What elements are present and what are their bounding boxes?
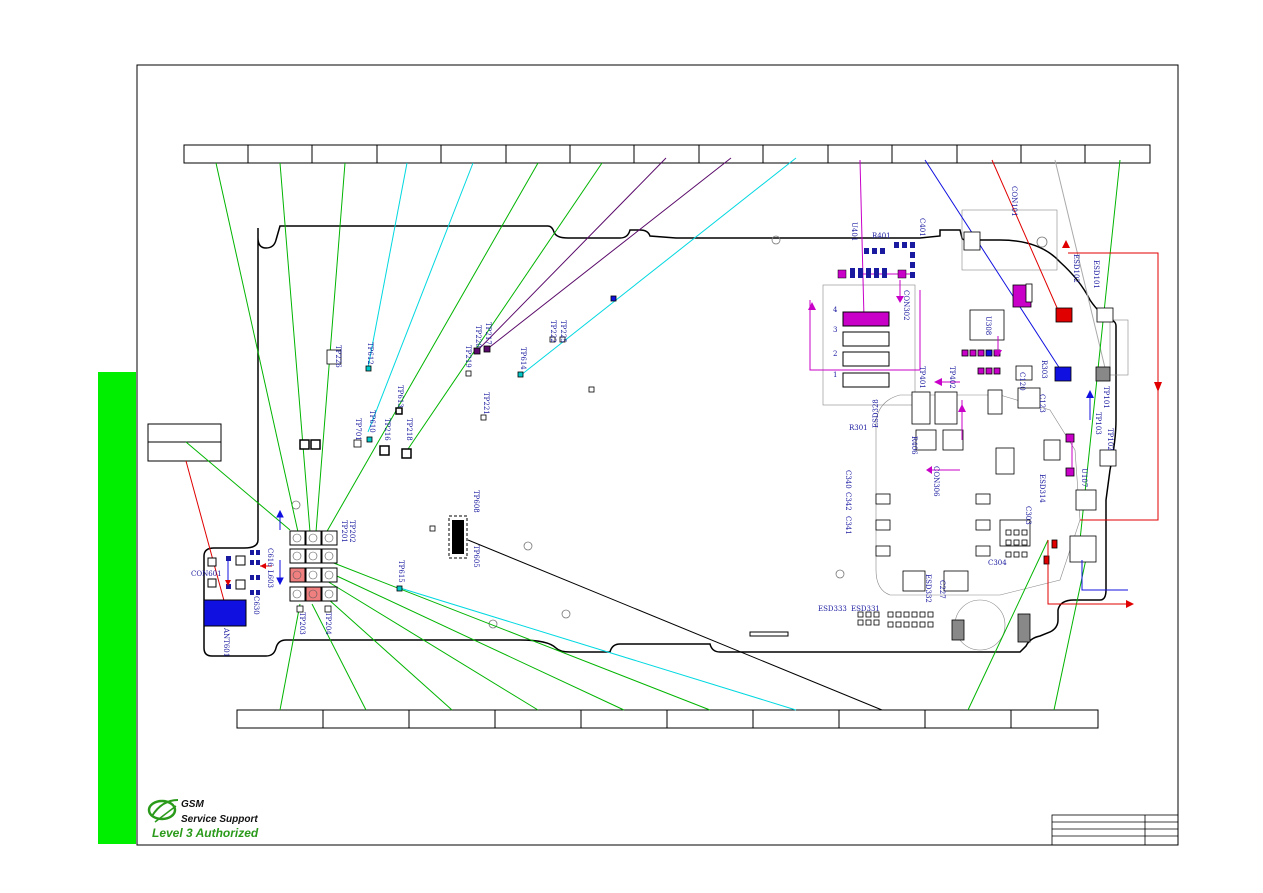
sheet-border [136,64,1179,846]
label-r406: R406 [910,436,918,455]
label-tp202: TP202 [348,520,356,543]
label-c340: C340 [844,470,852,489]
label-tp608: TP608 [472,490,480,513]
right-side-arrows [926,240,1162,608]
label-con306: CON306 [932,466,940,497]
top-callout-row [183,144,1151,164]
pcb-outline [203,225,1117,657]
label-c303: C303 [1024,506,1032,525]
label-con302: CON302 [902,290,910,321]
logo-line3: Level 3 Authorized [152,826,259,840]
sim-area [808,269,960,388]
gsm-logo: GSM Service Support Level 3 Authorized [147,799,259,840]
label-esd328: ESD328 [872,399,880,428]
drill-holes [291,235,1048,629]
label-tp221: TP221 [482,392,490,415]
label-tp220: TP220 [474,325,482,348]
label-tp613: TP613 [396,385,404,408]
label-tp101: TP101 [1102,386,1110,409]
pad-grid-circles [292,533,334,599]
label-con601: CON601 [191,570,222,578]
label-c120: C120 [1018,372,1026,391]
label-esd102: ESD102 [1072,254,1080,283]
label-c227: C227 [938,580,946,599]
label-pin3: 3 [833,326,837,334]
logo-line1: GSM [181,799,204,810]
blue-arrow-up [276,509,284,586]
right-board-parts [875,231,1117,643]
label-r401: R401 [872,232,891,240]
label-tp605: TP605 [472,545,480,568]
label-tp612: TP612 [366,342,374,365]
label-tp615: TP615 [397,560,405,583]
leader-lines-bottom [185,441,1091,711]
logo-line2: Service Support [181,814,258,825]
antenna-connector-area [203,550,272,627]
label-r301: R301 [849,424,868,432]
label-c630: C630 [252,596,260,615]
label-con101: CON101 [1010,186,1018,217]
label-esd314: ESD314 [1038,474,1046,503]
label-c123: C123 [1038,394,1046,413]
label-tp402: TP402 [948,366,956,389]
label-esd333: ESD333 [818,605,847,613]
label-pin4: 4 [833,306,838,314]
label-tp222: TP222 [549,320,557,343]
label-u401: U401 [850,222,858,241]
label-tp217: TP217 [484,322,492,345]
label-u308: U308 [984,316,992,335]
label-esd331: ESD331 [851,605,880,613]
label-tp614: TP614 [519,347,527,370]
leader-lines-top [215,157,1121,541]
label-tp103: TP103 [1094,412,1102,435]
label-u107: U107 [1080,468,1088,487]
label-c616: C616 [266,548,274,567]
component-cluster-top [850,242,915,278]
label-c304: C304 [988,559,1007,567]
label-l603: L603 [266,570,274,588]
label-tp102: TP102 [1106,428,1114,451]
green-side-bar [98,372,136,844]
label-pin2: 2 [833,350,837,358]
label-tp225: TP225 [559,320,567,343]
label-tp203: TP203 [298,612,306,635]
label-r303: R303 [1040,360,1048,379]
label-esd332: ESD332 [924,574,932,603]
label-pin1: 1 [833,371,837,379]
test-points [296,295,617,613]
label-tp226: TP226 [334,345,342,368]
label-c401: C401 [918,218,926,237]
label-tp218: TP218 [405,418,413,441]
label-c342: C342 [844,492,852,511]
label-tp216: TP216 [383,418,391,441]
esd-strips [857,529,1028,628]
title-block [1051,814,1179,846]
component-labels: TP226 TP612 TP613 TP610 TP701 TP216 TP21… [191,186,1114,657]
bottom-callout-row [236,709,1099,729]
label-ant601: ANT601 [222,627,230,657]
label-esd101: ESD101 [1092,260,1100,289]
label-tp701: TP701 [354,418,362,441]
left-callout-box [147,423,222,462]
label-tp204: TP204 [324,612,332,635]
label-tp219: TP219 [464,345,472,368]
label-tp610: TP610 [368,410,376,433]
label-tp401: TP401 [918,366,926,389]
label-tp201: TP201 [340,520,348,543]
label-c341: C341 [844,516,852,535]
pad-grid [289,530,338,602]
gsm-globe-icon [147,799,179,823]
center-connector [448,515,789,637]
